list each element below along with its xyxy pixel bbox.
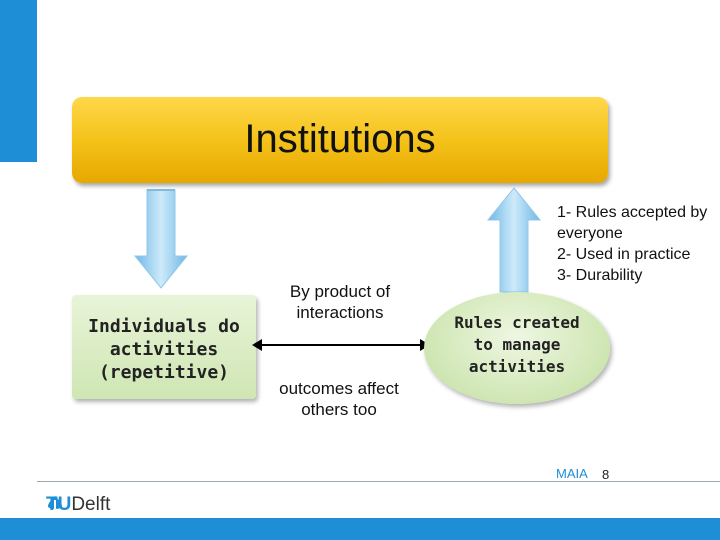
- institutions-label: Institutions: [244, 117, 436, 161]
- rules-criteria-line: 2- Used in practice: [557, 246, 691, 263]
- rules-criteria-line: everyone: [557, 225, 623, 242]
- down-arrow: [133, 189, 189, 289]
- individuals-label: Individuals do activities (repetitive): [88, 316, 240, 383]
- rules-criteria-list: 1- Rules accepted by everyone 2- Used in…: [557, 202, 720, 286]
- tudelft-flame-icon: [48, 496, 62, 509]
- individuals-box: Individuals do activities (repetitive): [72, 295, 256, 399]
- up-arrow: [486, 187, 542, 293]
- interaction-double-arrow: [252, 339, 430, 351]
- institutions-box: Institutions: [72, 97, 608, 183]
- footer-divider: [37, 481, 720, 482]
- rules-criteria-line: 1- Rules accepted by: [557, 204, 708, 221]
- page-number: 8: [602, 467, 610, 482]
- tudelft-logo: TUDelft: [46, 494, 111, 515]
- footer-label: MAIA: [556, 466, 588, 481]
- outcomes-text: outcomes affect others too: [279, 379, 399, 419]
- by-product-text: By product of interactions: [289, 282, 391, 322]
- rules-created-ellipse: Rules created to manage activities: [424, 292, 610, 404]
- footer-accent-bar: [0, 518, 720, 540]
- rules-criteria-line: 3- Durability: [557, 267, 643, 284]
- side-accent-bar: [0, 0, 37, 162]
- rules-created-label: Rules created to manage activities: [454, 313, 580, 376]
